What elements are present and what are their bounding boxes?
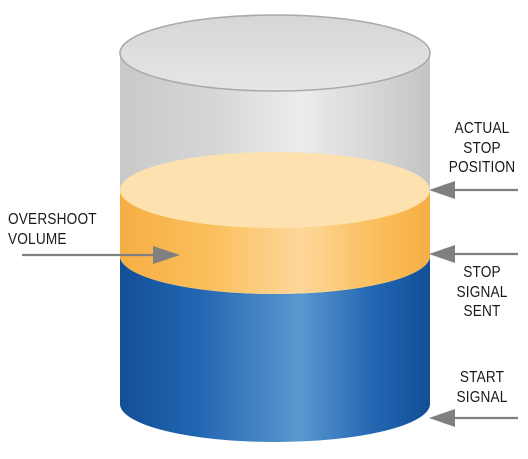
label-overshoot-line1: OVERSHOOT [8, 211, 97, 228]
label-start-signal-line2: SIGNAL [456, 388, 508, 406]
tank-filled-section [120, 256, 430, 442]
label-actual-stop-line3: POSITION [448, 159, 516, 176]
label-start-signal-line1: START [459, 369, 505, 386]
arrow-start-signal [429, 409, 518, 427]
label-stop-signal-line3: SENT [463, 303, 501, 320]
arrow-actual-stop [429, 181, 518, 199]
arrow-stop-signal [429, 245, 518, 263]
label-stop-signal-line1: STOP [463, 264, 501, 281]
label-start-signal: START SIGNAL [442, 368, 521, 407]
label-actual-stop-line1: ACTUAL [454, 120, 510, 137]
liquid-surface [120, 152, 430, 228]
arrow-overshoot [22, 246, 180, 264]
label-actual-stop-position: ACTUAL STOP POSITION [442, 119, 521, 178]
label-overshoot-volume: OVERSHOOT VOLUME [8, 210, 97, 249]
label-stop-signal-sent: STOP SIGNAL SENT [442, 263, 521, 322]
label-stop-signal-line2: SIGNAL [456, 283, 508, 301]
label-overshoot-line2: VOLUME [8, 230, 67, 248]
label-actual-stop-line2: STOP [463, 139, 501, 157]
